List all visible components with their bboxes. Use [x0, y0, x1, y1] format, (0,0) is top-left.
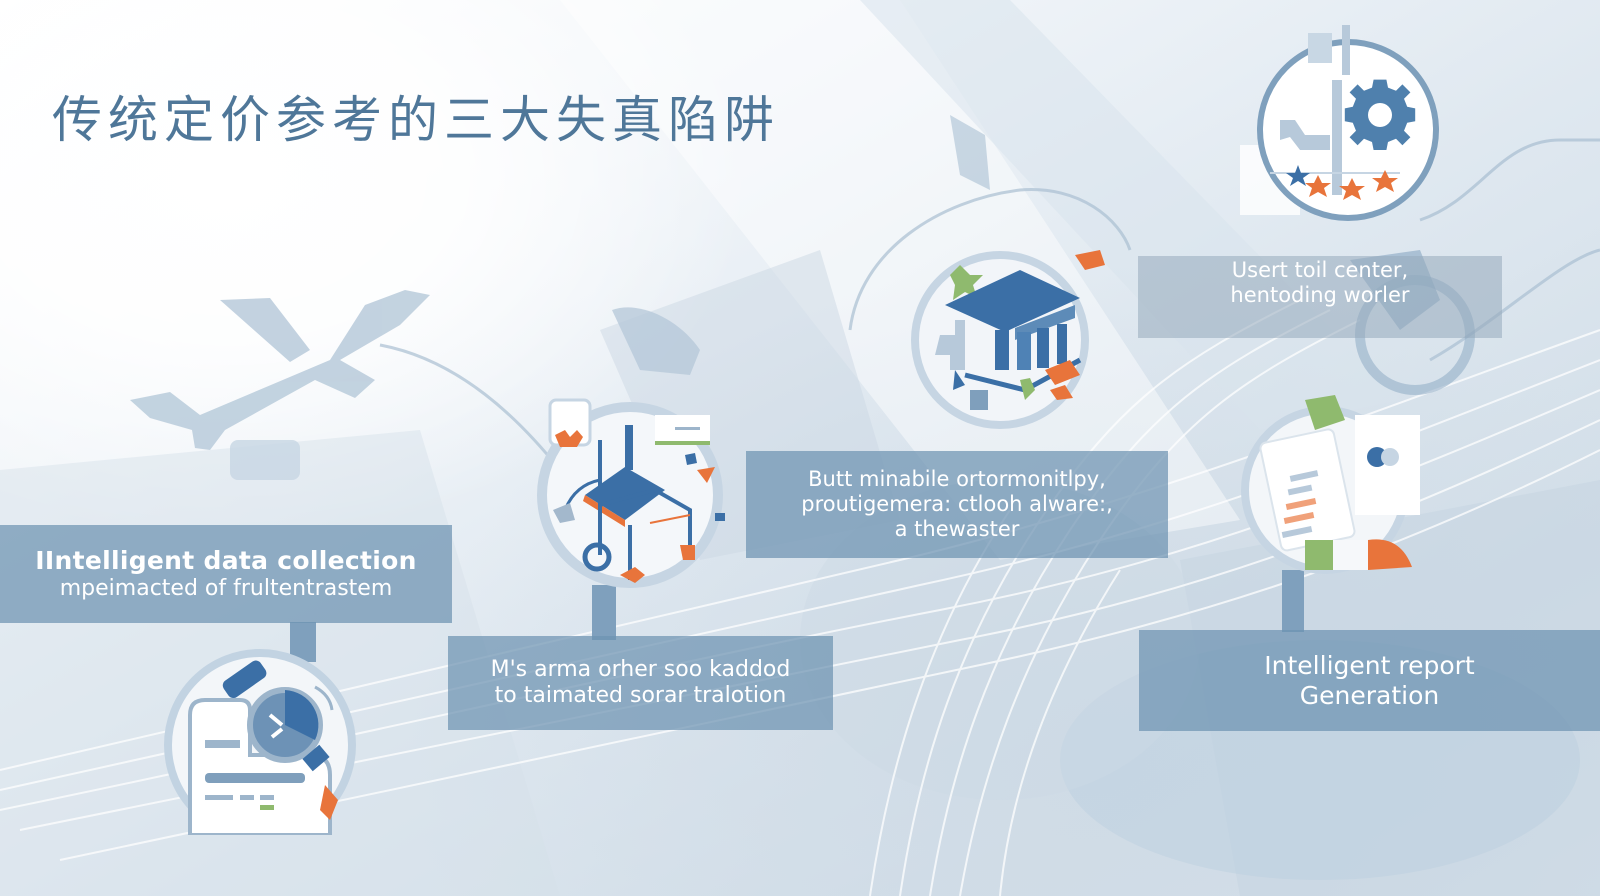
panel-line: Generation — [1299, 680, 1440, 710]
connector-pillar — [290, 622, 316, 662]
slide-title: 传统定价参考的三大失真陷阱 — [52, 91, 780, 149]
gear-rating-icon — [1240, 25, 1439, 221]
panel-line: a thewaster — [894, 516, 1020, 541]
panel-line: M's arma orher soo kaddod — [490, 657, 791, 683]
institution-building-icon — [911, 250, 1105, 429]
panel-walker-book: M's arma orher soo kaddod to taimated so… — [448, 636, 833, 730]
panel-subtext: mpeimacted of frultentrastem — [59, 575, 393, 601]
panel-user-center: Usert toil center, hentoding worler — [1138, 256, 1502, 338]
airplane-icon — [130, 290, 430, 450]
panel-line: hentoding worler — [1230, 282, 1410, 307]
magnifier-document-icon — [164, 649, 356, 835]
report-document-icon — [1241, 395, 1420, 574]
panel-line: proutigemera: ctlooh alware:, — [801, 492, 1113, 517]
panel-heading: IIntelligent data collection — [35, 546, 417, 576]
panel-line: to taimated sorar tralotion — [494, 683, 787, 708]
panel-line: Butt minabile ortormonitlpy, — [808, 467, 1106, 492]
panel-building: Butt minabile ortormonitlpy, proutigemer… — [746, 451, 1168, 558]
panel-line: Usert toil center, — [1231, 258, 1409, 282]
panel-report-generation: Intelligent report Generation — [1139, 630, 1600, 731]
connector-pillar — [592, 585, 616, 640]
connector-pillar — [1282, 570, 1304, 632]
panel-line: Intelligent report — [1264, 651, 1475, 680]
book-walker-icon — [537, 398, 725, 588]
panel-data-collection: IIntelligent data collection mpeimacted … — [0, 525, 452, 623]
gear-icon — [1344, 79, 1416, 150]
